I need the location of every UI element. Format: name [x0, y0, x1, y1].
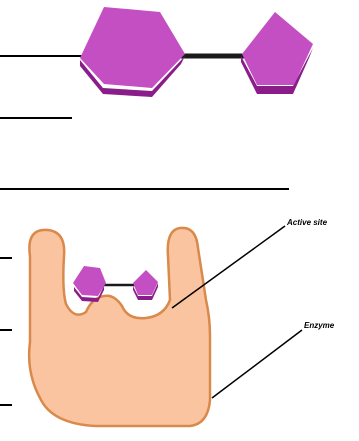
disaccharide-molecule-icon [80, 7, 313, 97]
enzyme-shape-icon [29, 228, 210, 426]
enzyme-label: Enzyme [304, 321, 335, 330]
small-hexagon-ring [73, 266, 106, 296]
small-disaccharide-molecule-icon [73, 266, 158, 302]
active-site-label: Active site [286, 218, 328, 227]
enzyme-leader [212, 330, 302, 398]
pentagon-ring [242, 12, 313, 85]
enzyme-body [29, 228, 210, 426]
